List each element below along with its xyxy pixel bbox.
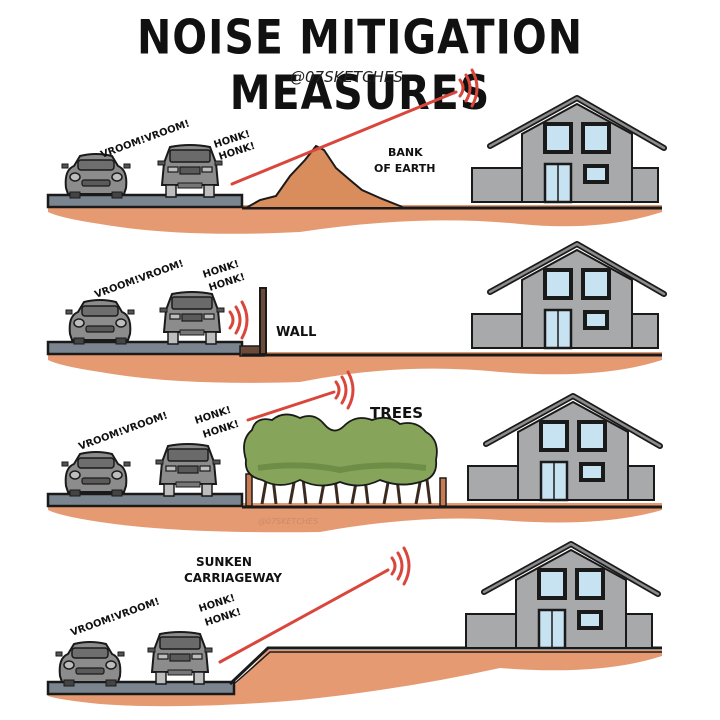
sound-wave-icon [390,546,411,586]
sound-path [218,568,390,664]
tree-foliage [243,413,438,487]
ground [48,205,662,234]
measure-label-line-1: BANK [388,146,423,159]
panel-sunken-carriageway: VROOM!VROOM! HONK! HONK! SUNKEN CARRIAGE… [46,544,662,707]
suv-car [157,144,223,198]
ground [48,352,662,383]
earth-bank [242,144,405,209]
road [46,193,244,209]
house [466,544,658,648]
sound-wave-icon [458,68,479,108]
car-sound-vroom: VROOM!VROOM! [77,410,169,452]
sound-path [246,390,336,422]
sound-wave-icon [334,370,355,410]
ground [48,650,662,707]
watermark: @07SKETCHES [258,517,318,526]
measure-label-line-1: SUNKEN [196,555,252,569]
car-sound-vroom: VROOM!VROOM! [69,596,161,638]
suv-car [155,443,221,497]
sports-car [65,299,135,345]
house [472,244,664,348]
sports-car [61,451,131,497]
author-handle: @07SKETCHES [290,68,403,86]
house [472,98,664,202]
sports-car [55,641,125,687]
road [46,680,236,696]
measure-label: TREES [370,404,423,422]
road [46,492,244,508]
sound-path [230,90,458,186]
panel-trees: VROOM!VROOM! HONK! HONK! TREES @07SKETCH… [46,370,662,533]
suv-car [147,631,213,685]
measure-label: WALL [276,325,316,340]
panel-bank-of-earth: VROOM!VROOM! HONK! HONK! BANK OF EARTH [46,68,664,234]
page-title: NOISE MITIGATION MEASURES [136,10,584,121]
noise-wall [259,287,267,355]
ground [48,503,662,533]
suv-car [159,291,225,345]
sound-wave-icon [228,300,249,340]
measure-label-line-2: CARRIAGEWAY [184,571,282,585]
measure-label-line-2: OF EARTH [374,162,435,175]
house [468,396,660,500]
panel-wall: VROOM!VROOM! HONK! HONK! WALL [46,244,664,383]
sports-car [61,153,131,199]
